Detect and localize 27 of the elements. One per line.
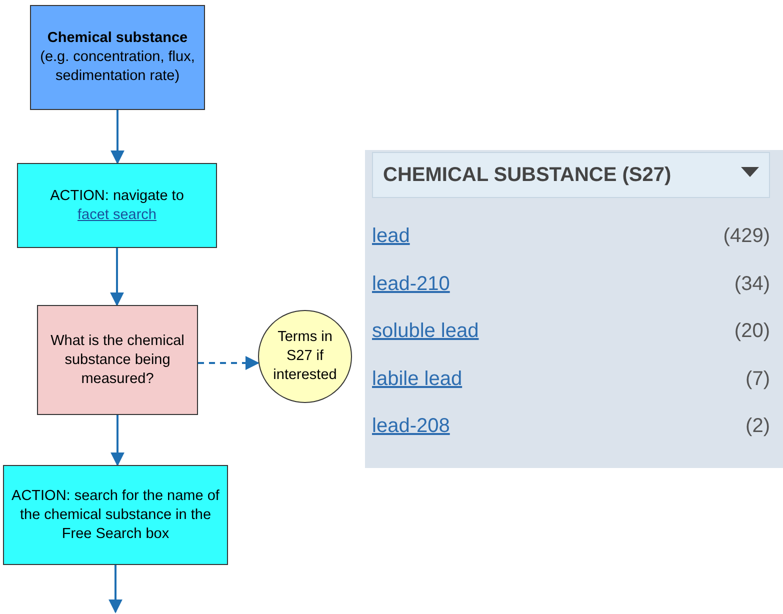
arrow [110,248,124,306]
count-text: (20) [734,320,770,343]
arrow [110,415,124,466]
facet-link: lead [372,225,410,248]
count-text: (429) [723,225,770,248]
process-box [30,5,205,110]
question-box [37,305,198,415]
count-text: (7) [746,368,770,390]
count-text: (2) [746,415,770,438]
node-text: (e.g. concentration, flux, sedimentation rate) [39,48,196,86]
arrow [108,565,122,614]
facet-link: lead-208 [372,415,450,438]
facet-link: soluble lead [372,320,479,343]
link: facet search [78,206,156,224]
node-text: ACTION: navigate to [50,186,184,206]
facet-link: lead-210 [372,272,450,296]
count-text: (34) [734,272,770,296]
node-text: Terms in S27 if interested [272,328,338,385]
node-text: ACTION: search for the name of the chemical substance in the Free Search box [10,486,220,544]
dashed-arrow [198,356,260,370]
facet-heading: CHEMICAL SUBSTANCE (S27) [383,164,672,187]
action-box [3,465,228,565]
action-box [17,163,217,248]
node-text: What is the chemical substance being measured? [50,332,186,388]
node-heading: Chemical substance [47,29,188,48]
arrow [110,110,124,164]
facet-link: labile lead [372,368,462,390]
